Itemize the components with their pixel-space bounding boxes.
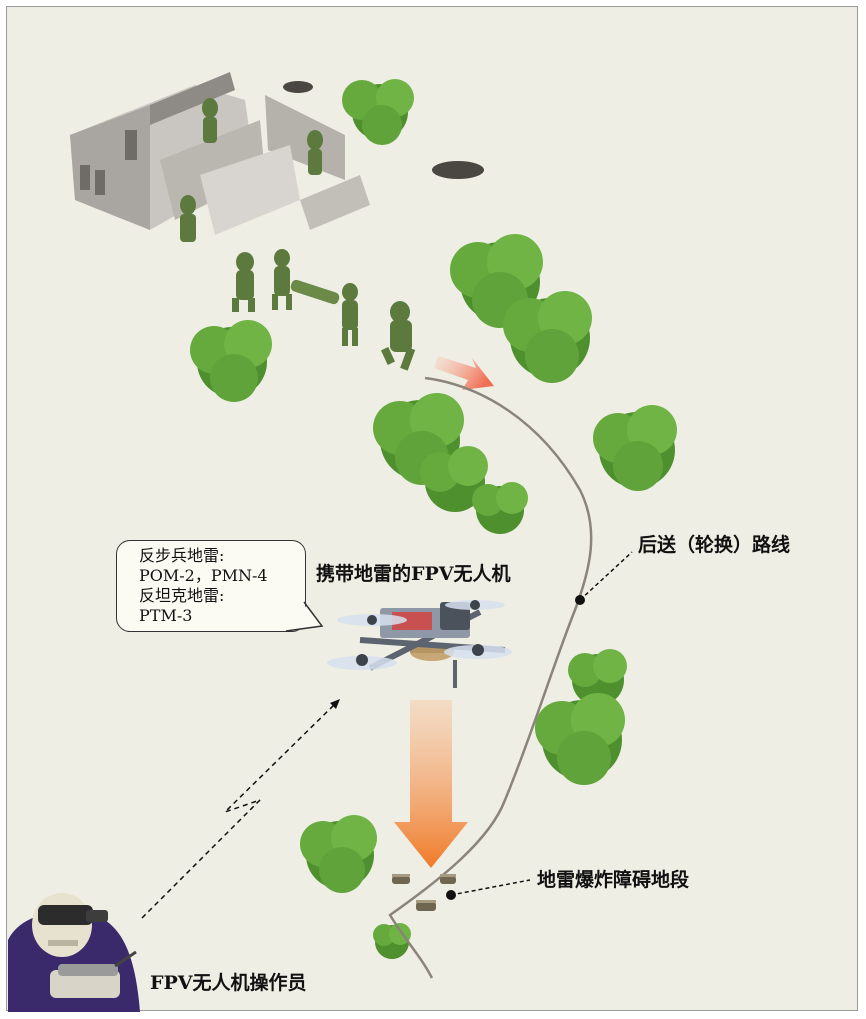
mines bbox=[392, 874, 456, 911]
bush bbox=[503, 291, 592, 383]
drone-label: 携带地雷的FPV无人机 bbox=[316, 563, 511, 585]
drop-arrow bbox=[394, 700, 468, 868]
bush bbox=[535, 693, 625, 785]
bush bbox=[373, 923, 411, 959]
bush bbox=[420, 446, 488, 512]
drone-operator bbox=[8, 893, 140, 1012]
route-leader-line bbox=[579, 551, 633, 601]
bubble-line-antipersonnel-title: 反步兵地雷: bbox=[139, 546, 225, 565]
bushes bbox=[190, 79, 677, 959]
minefield-leader-line bbox=[450, 879, 531, 896]
bush bbox=[593, 405, 677, 491]
operator-label: FPV无人机操作员 bbox=[150, 972, 307, 994]
mine-types-bubble: 反步兵地雷: POM-2，PMN-4 反坦克地雷: PTM-3 bbox=[116, 540, 306, 632]
crater bbox=[432, 161, 484, 179]
bush bbox=[190, 320, 272, 402]
bush bbox=[472, 482, 528, 534]
bush bbox=[342, 79, 414, 145]
bubble-line-antipersonnel-types: POM-2，PMN-4 bbox=[139, 566, 268, 585]
bubble-line-antitank-types: PTM-3 bbox=[139, 606, 193, 625]
ruined-building bbox=[70, 72, 370, 235]
control-signal bbox=[141, 699, 340, 919]
evacuation-group bbox=[232, 249, 416, 371]
fpv-drone bbox=[327, 600, 512, 688]
minefield-label: 地雷爆炸障碍地段 bbox=[537, 869, 690, 891]
bush bbox=[300, 815, 377, 893]
bubble-line-antitank-title: 反坦克地雷: bbox=[139, 586, 225, 605]
bush bbox=[568, 649, 627, 706]
route-label: 后送（轮换）路线 bbox=[638, 534, 791, 556]
crater bbox=[283, 81, 313, 93]
evacuation-route bbox=[388, 376, 593, 979]
movement-arrow bbox=[434, 356, 494, 390]
soldiers-in-building bbox=[180, 98, 323, 242]
